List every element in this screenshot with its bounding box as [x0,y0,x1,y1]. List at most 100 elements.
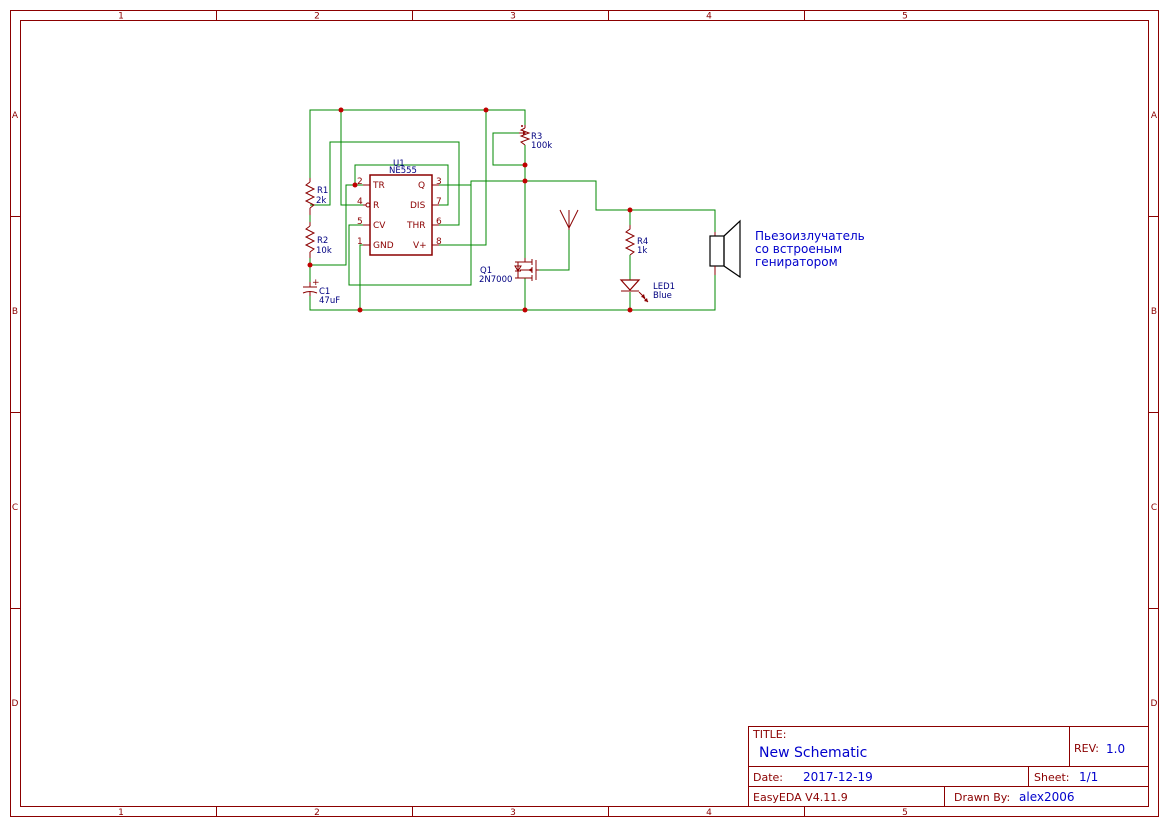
wire-reset [340,110,363,206]
row-label-left: D [12,699,19,709]
pin-name: TR [372,181,385,191]
sheet-value: 1/1 [1079,770,1098,784]
row-dividers [10,216,1159,609]
pin-number: 7 [436,197,442,207]
potentiometer-r3[interactable]: R3 100k [519,125,552,151]
junction-dot [627,207,633,213]
pin-name: V+ [413,241,427,251]
column-label-top: 1 [118,12,124,22]
junction-dot [522,162,528,168]
led1-value: Blue [653,291,672,301]
wire-antenna [539,218,570,271]
row-label-left: B [12,307,18,317]
annotation-line: Пьезоизлучатель [755,229,865,243]
mosfet-q1[interactable]: Q1 2N7000 [479,258,539,285]
wire-cv-q [348,180,525,286]
resistor-r4[interactable]: R4 1k [624,225,648,256]
resistor-r1[interactable]: R1 2k [304,178,328,215]
pin-number: 3 [436,177,442,187]
wire-supply-led [525,180,716,232]
row-label-left: A [12,111,19,121]
c1-ref: C1 [319,287,330,297]
column-label-top: 2 [314,12,320,22]
title-block: TITLE: New Schematic REV: 1.0 Date: 2017… [748,726,1149,807]
rev-label: REV: [1074,742,1099,755]
channel-arrow-icon [528,268,532,272]
led-led1[interactable]: LED1 Blue [619,279,675,303]
inner-border [20,20,1149,807]
wiper-arrow-icon [523,131,526,135]
c1-value: 47uF [319,296,340,306]
row-label-right: C [1151,503,1157,513]
junction-dot [357,307,363,313]
r1-value: 2k [316,196,326,206]
r1-ref: R1 [317,186,328,196]
annotation-line: гениратором [755,255,838,269]
led-triangle-icon [619,279,641,291]
software-version: EasyEDA V4.11.9 [753,791,848,804]
schematic-title: New Schematic [759,745,867,761]
pin-number: 6 [436,217,442,227]
q1-ref: Q1 [480,266,492,276]
row-label-right: D [1151,699,1158,709]
wire-ground-rail [309,275,716,311]
q1-value: 2N7000 [479,275,512,285]
pin-marker-icon [521,125,523,127]
led1-ref: LED1 [653,282,675,292]
pin-number: 2 [357,177,363,187]
c1-polarity-icon: + [312,278,320,288]
r4-value: 1k [637,246,647,256]
r4-ref: R4 [637,237,648,247]
column-label-top: 5 [902,12,908,22]
drawing-frame: 1 2 3 4 5 1 2 3 4 5 A B C D A B C D [10,10,1159,818]
r3-value: 100k [531,141,552,151]
r3-ref: R3 [531,132,542,142]
pin-number: 5 [357,217,363,227]
body-diode-icon [514,265,522,272]
column-dividers [216,10,805,817]
outer-border [10,10,1159,817]
column-label-bottom: 5 [902,808,908,818]
drawn-by-label: Drawn By: [954,791,1010,804]
column-label-top: 4 [706,12,712,22]
annotation-line: со встроеным [755,242,842,256]
column-label-top: 3 [510,12,516,22]
r2-ref: R2 [317,236,328,246]
drawn-by-value: alex2006 [1019,790,1075,804]
junction-dot [627,307,633,313]
wire-r3-wiper [492,132,525,166]
title-label: TITLE: [752,728,786,741]
junction-dot [352,182,358,188]
speaker-icon[interactable] [709,219,741,279]
antenna-icon[interactable] [559,209,579,230]
buzzer-annotation: Пьезоизлучатель со встроеным гениратором [755,229,865,269]
column-label-bottom: 2 [314,808,320,818]
pin-number: 4 [357,197,363,207]
light-arrow-icon [644,298,648,302]
date-label: Date: [753,771,783,784]
r2-value: 10k [316,246,332,256]
capacitor-c1[interactable]: + C1 47uF [302,278,340,306]
pin-number: 8 [436,237,442,247]
wire-threshold [310,141,460,226]
pin-name: CV [373,221,386,231]
u1-value: NE555 [389,166,417,176]
pin-name: THR [406,221,426,231]
chip-body [369,174,433,256]
pin-name: GND [373,241,394,251]
u1-ref: U1 [393,159,405,169]
column-label-bottom: 3 [510,808,516,818]
column-label-bottom: 4 [706,808,712,818]
wire-vcc-top [309,109,526,178]
row-label-left: C [12,503,18,513]
wire-discharge [354,164,449,206]
speaker-body [709,235,725,267]
resistor-r2[interactable]: R2 10k [304,222,332,258]
junction-dot [338,107,344,113]
junction-dot [307,262,313,268]
ne555-chip[interactable]: U1 NE555 2 TR 4 R 5 CV 1 GND 3 Q 7 DIS 6… [357,159,442,256]
light-arrow-icon [641,294,645,298]
sheet-label: Sheet: [1034,771,1070,784]
row-label-right: B [1151,307,1157,317]
